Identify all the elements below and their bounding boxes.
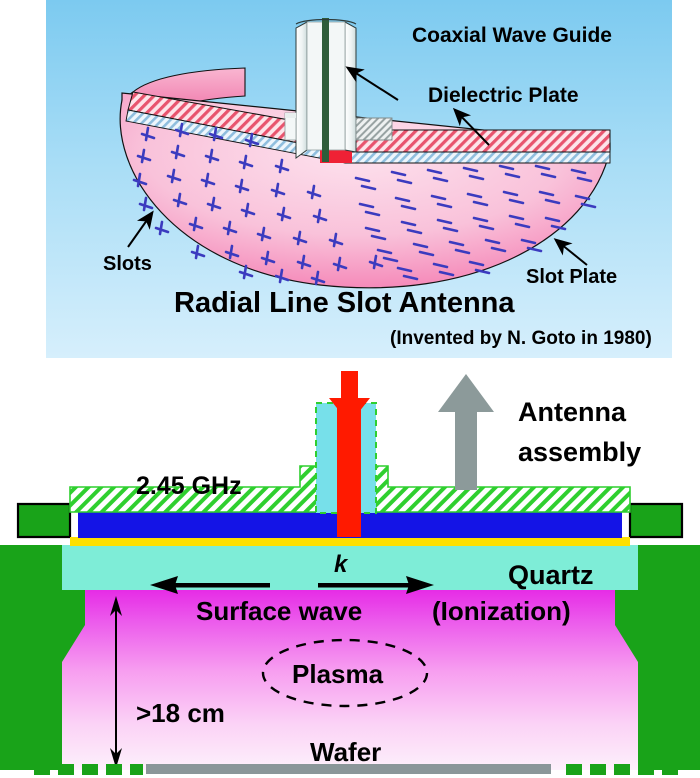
label-antenna-assembly-line2: assembly (518, 437, 641, 467)
label-chamber-height: >18 cm (136, 698, 225, 728)
slots-leader (127, 210, 154, 248)
slot-marks-left-region (132, 122, 384, 286)
flange-seat-right (628, 502, 684, 539)
surface-wave-right-arrow (318, 576, 434, 594)
label-plasma: Plasma (292, 659, 384, 689)
label-frequency: 2.45 GHz (136, 472, 242, 500)
label-wafer: Wafer (310, 737, 381, 767)
coax-outer-left (295, 21, 308, 159)
chamber-wall-left (0, 545, 85, 770)
callout-dielectric-plate: Dielectric Plate (428, 84, 579, 107)
coax-outer-right (344, 21, 357, 153)
coax-flange-left-top (285, 113, 296, 118)
label-antenna-assembly-line1: Antenna (518, 397, 627, 427)
bottom-panel-schematic: 2.45 GHz Antenna assembly Quartz k Surfa… (0, 371, 700, 775)
coax-inner-conductor (322, 18, 329, 162)
callout-slots: Slots (103, 253, 152, 275)
callout-slot-plate: Slot Plate (526, 266, 617, 288)
bottom-dashed-electrodes (34, 764, 678, 775)
slot-plate-leader (553, 238, 588, 266)
yellow-layer (70, 537, 630, 546)
microwave-channel (337, 403, 361, 537)
slot-marks-right-region (354, 164, 597, 281)
callout-coaxial-wave-guide: Coaxial Wave Guide (412, 24, 612, 47)
top-panel-antenna-photo: Coaxial Wave Guide Dielectric Plate Slot… (46, 0, 672, 358)
coaxial-leader (345, 66, 399, 101)
plasma-ellipse (261, 638, 429, 708)
coaxial-wave-guide-illustration (284, 18, 393, 162)
surface-wave-arrows (150, 576, 434, 594)
flange-seat-left (16, 502, 72, 539)
label-surface-wave: Surface wave (196, 596, 362, 626)
label-quartz: Quartz (508, 560, 594, 590)
wafer-bar (146, 764, 551, 774)
label-wavevector-k: k (334, 551, 349, 578)
surface-wave-left-arrow (150, 576, 270, 594)
dielectric-leader (452, 107, 490, 146)
label-ionization: (Ionization) (432, 596, 571, 626)
photo-main-caption: Radial Line Slot Antenna (174, 287, 515, 319)
callout-leaders (127, 66, 588, 266)
chamber-wall-right (615, 545, 700, 770)
slot-plate-layer-right (344, 151, 611, 164)
antenna-assembly-arrow (438, 374, 494, 490)
coax-flange-right (355, 117, 393, 141)
slot-marks-group (132, 122, 597, 286)
chamber-height-arrow (110, 596, 122, 768)
plasma-region (62, 590, 638, 770)
microwave-input-arrow (329, 371, 370, 424)
coax-top-rim (295, 18, 357, 25)
photo-sub-caption: (Invented by N. Goto in 1980) (390, 328, 652, 349)
